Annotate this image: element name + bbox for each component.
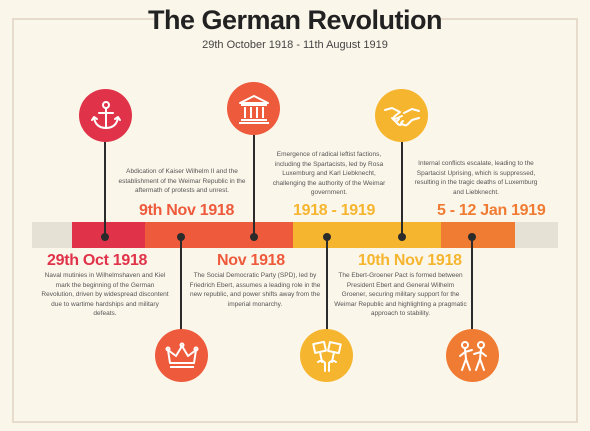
event-stem-2 <box>180 238 182 333</box>
timeline-bar-end <box>515 222 558 248</box>
event-stem-1 <box>104 142 106 237</box>
event-date-10-nov: 10th Nov 1918 <box>358 252 462 269</box>
event-dot-5 <box>398 233 406 241</box>
event-stem-6 <box>471 238 473 333</box>
event-circle-anchor <box>79 89 132 142</box>
event-dot-3 <box>250 233 258 241</box>
frame-right <box>576 18 578 423</box>
fighting-icon <box>458 340 487 371</box>
timeline-segment-1918-1919 <box>293 222 441 248</box>
event-dot-2 <box>177 233 185 241</box>
event-desc-10-nov: The Ebert-Groener Pact is formed between… <box>334 272 467 318</box>
timeline-segment-nov <box>145 222 293 248</box>
event-circle-building <box>227 82 280 135</box>
event-dot-1 <box>101 233 109 241</box>
event-desc-1918-1919: Emergence of radical leftist factions, i… <box>272 151 386 197</box>
event-circle-crown <box>155 329 208 382</box>
frame-bottom <box>12 421 578 423</box>
page-title: The German Revolution <box>147 5 443 35</box>
event-dot-6 <box>468 233 476 241</box>
event-desc-jan: Internal conflicts escalate, leading to … <box>414 160 538 196</box>
page-subtitle: 29th October 1918 - 11th August 1919 <box>202 39 388 51</box>
event-circle-protest <box>300 329 353 382</box>
protest-icon <box>311 340 342 372</box>
event-date-29-oct: 29th Oct 1918 <box>47 252 148 269</box>
frame-left <box>12 18 14 423</box>
government-building-icon <box>238 94 269 124</box>
event-stem-4 <box>326 238 328 333</box>
event-desc-9-nov: Abdication of Kaiser Wilhelm II and the … <box>118 168 246 195</box>
crown-icon <box>165 342 198 368</box>
timeline-segment-jan <box>441 222 515 248</box>
timeline-bar-start <box>32 222 72 248</box>
event-date-1918-1919: 1918 - 1919 <box>293 202 376 219</box>
event-date-9-nov: 9th Nov 1918 <box>139 202 235 219</box>
event-circle-fighting <box>446 329 499 382</box>
frame-top-right <box>436 18 578 20</box>
event-dot-4 <box>323 233 331 241</box>
event-date-nov: Nov 1918 <box>217 252 285 269</box>
event-stem-5 <box>401 142 403 237</box>
event-date-jan: 5 - 12 Jan 1919 <box>437 202 546 219</box>
handshake-icon <box>383 106 420 126</box>
event-stem-3 <box>253 135 255 237</box>
frame-top-left <box>12 18 154 20</box>
event-desc-29-oct: Naval mutinies in Wilhelmshaven and Kiel… <box>41 272 169 318</box>
event-desc-nov: The Social Democratic Party (SPD), led b… <box>189 272 321 308</box>
anchor-icon <box>90 100 121 129</box>
event-circle-handshake <box>375 89 428 142</box>
